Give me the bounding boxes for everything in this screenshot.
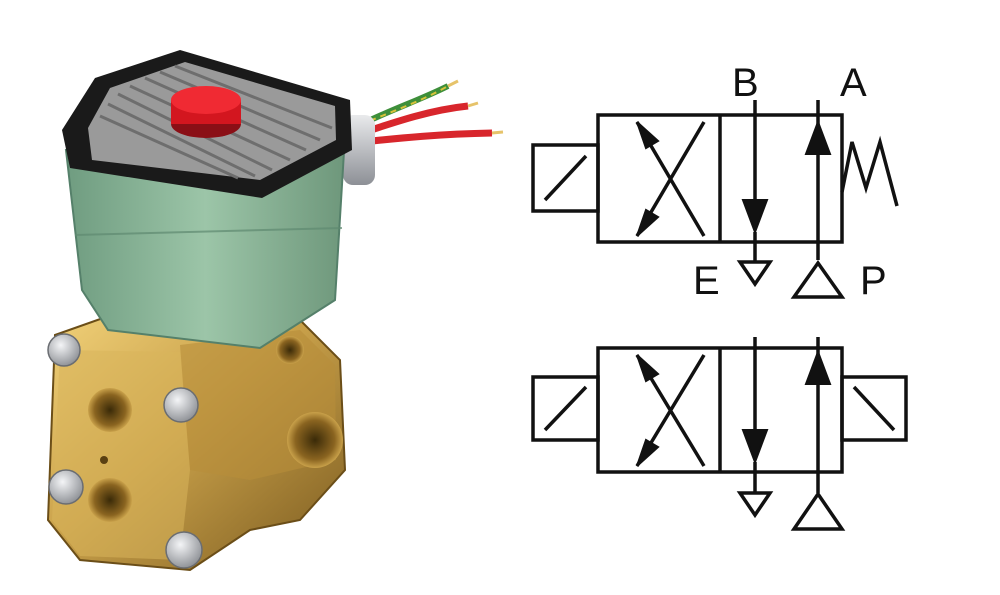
- schematic-bottom: [531, 337, 908, 531]
- port-hole: [88, 478, 132, 522]
- schematic-top: B A E P: [531, 61, 899, 303]
- bolt-head: [47, 333, 81, 367]
- bolt-head: [48, 469, 84, 505]
- pressure-symbol: [790, 259, 846, 299]
- port-hole: [88, 388, 132, 432]
- exhaust-symbol: [736, 260, 774, 288]
- port-label-a: A: [840, 61, 867, 105]
- solenoid-actuator-right: [840, 375, 908, 442]
- return-spring: [840, 135, 899, 207]
- valve-body: [46, 310, 347, 572]
- port-hole: [276, 336, 304, 364]
- port-hole: [287, 412, 343, 468]
- port-label-b: B: [732, 61, 759, 105]
- port-label-p: P: [860, 259, 887, 303]
- port-label-e: E: [693, 259, 720, 303]
- pressure-symbol: [790, 490, 846, 531]
- exhaust-symbol: [736, 491, 774, 519]
- bolt-head: [165, 531, 203, 569]
- red-cap: [171, 86, 241, 138]
- bolts: [47, 333, 203, 569]
- bolt-head: [163, 387, 199, 423]
